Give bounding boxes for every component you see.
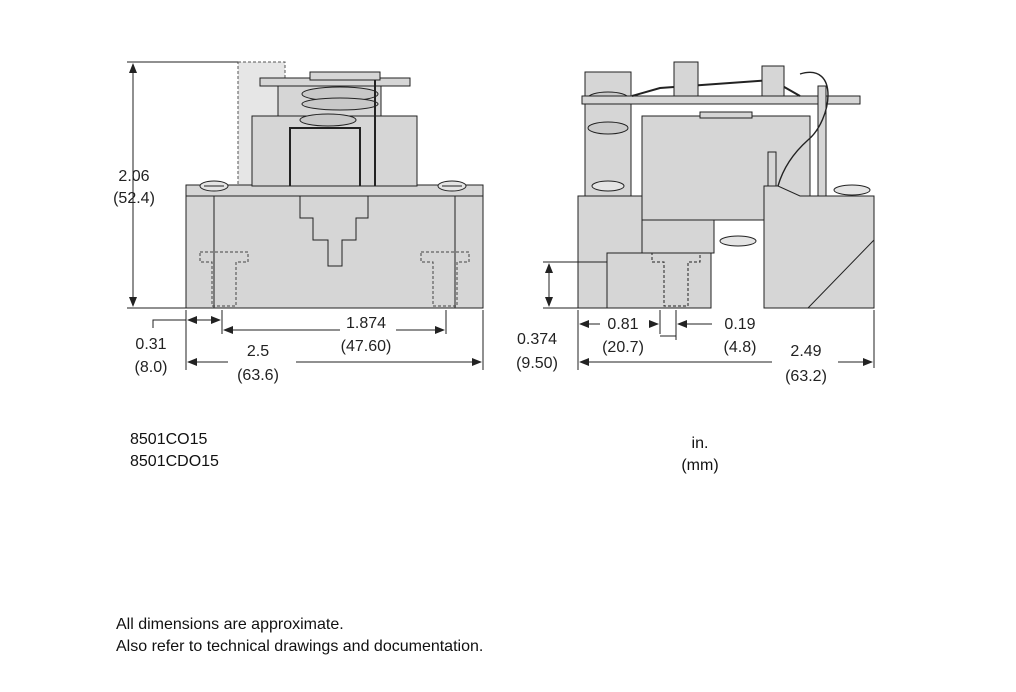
offset-side-mm-label: (20.7) [602,339,644,356]
depth-in-label: 2.49 [790,343,821,360]
offset-mm-label: (8.0) [135,359,168,376]
front-view [185,61,484,309]
width-in-label: 2.5 [247,343,269,360]
offset-side-in-label: 0.81 [607,316,638,333]
footnote: Also refer to technical drawings and doc… [116,638,484,655]
slot-mm-label: (4.8) [724,339,757,356]
hole-spacing-mm-label: (47.60) [341,338,392,355]
height-in-label: 2.06 [118,168,149,185]
height-mm-label: (52.4) [113,190,155,207]
width-mm-label: (63.6) [237,367,279,384]
slot-in-label: 0.19 [724,316,755,333]
step-in-label: 0.374 [517,331,557,348]
part-number: 8501CDO15 [130,453,219,470]
footnotes: All dimensions are approximate. Also ref… [116,614,483,658]
footnote: All dimensions are approximate. [116,616,344,633]
hole-spacing-in-label: 1.874 [346,315,386,332]
side-view [577,61,875,309]
step-mm-label: (9.50) [516,355,558,372]
part-number: 8501CO15 [130,431,208,448]
part-numbers: 8501CO15 8501CDO15 [130,429,219,473]
offset-in-label: 0.31 [135,336,166,353]
units-secondary: (mm) [681,457,719,474]
units-primary: in. [691,435,709,452]
depth-mm-label: (63.2) [785,368,827,385]
units-legend: in. (mm) [678,433,722,477]
